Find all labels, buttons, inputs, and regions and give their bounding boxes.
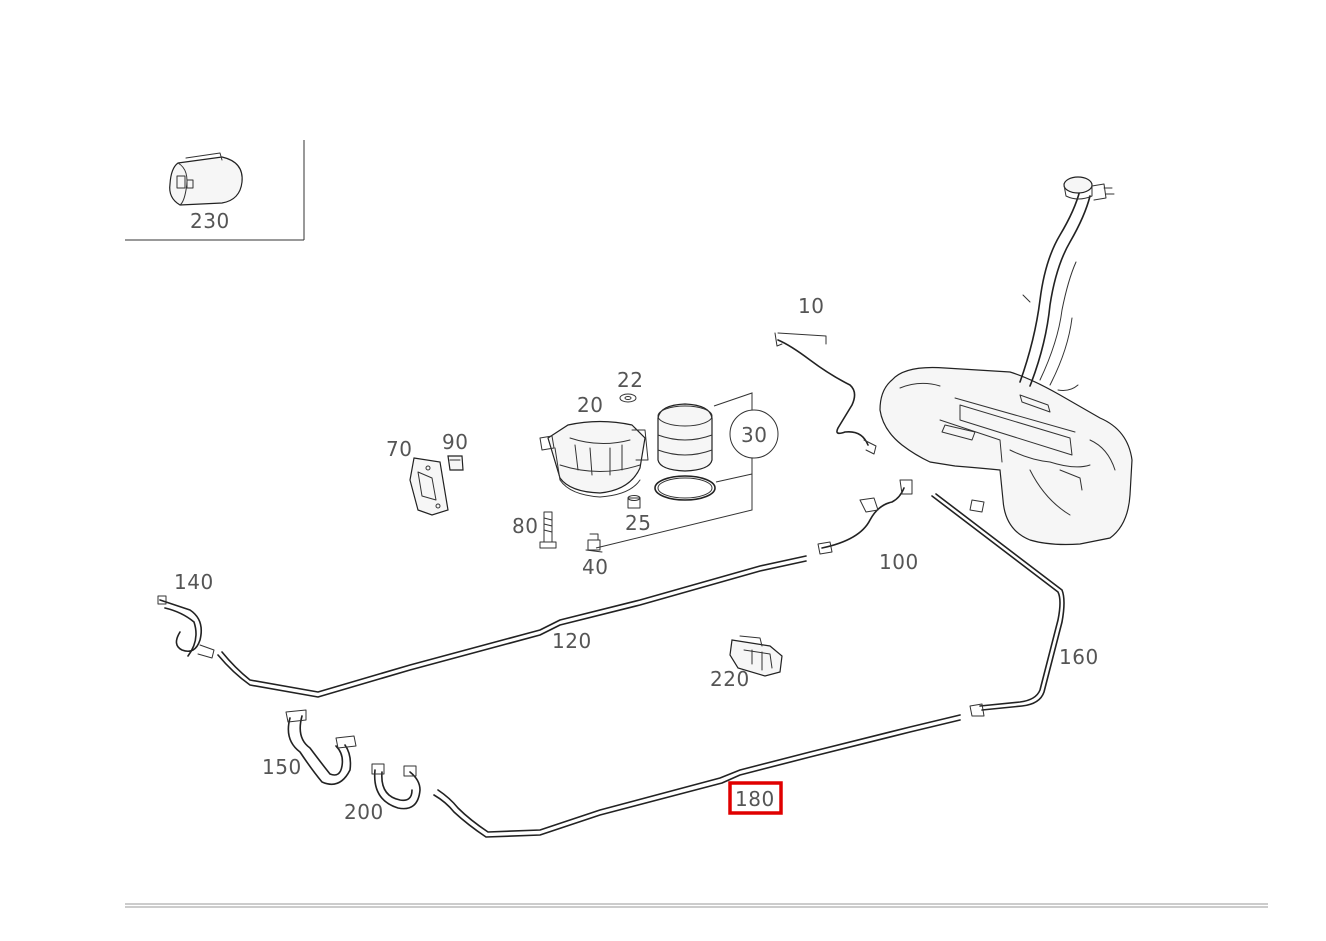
fuel-line-part-180[interactable] bbox=[433, 714, 961, 838]
hose-part-200[interactable] bbox=[371, 763, 421, 810]
valve-block-part-220[interactable] bbox=[729, 635, 783, 677]
callout-90[interactable]: 90 bbox=[442, 430, 468, 454]
bolt-part-40[interactable] bbox=[585, 533, 603, 553]
fuel-tank[interactable] bbox=[879, 366, 1133, 546]
hose-part-140[interactable] bbox=[157, 595, 215, 659]
fuel-pump-module-part-20[interactable] bbox=[539, 420, 649, 498]
filler-neck[interactable] bbox=[1019, 176, 1115, 391]
footer-rule bbox=[125, 903, 1268, 908]
callout-22[interactable]: 22 bbox=[617, 368, 643, 392]
callout-200[interactable]: 200 bbox=[344, 800, 384, 824]
callout-30[interactable]: 30 bbox=[741, 423, 767, 447]
callout-25[interactable]: 25 bbox=[625, 511, 651, 535]
callout-220[interactable]: 220 bbox=[710, 667, 750, 691]
callout-20[interactable]: 20 bbox=[577, 393, 603, 417]
clip-part-230[interactable] bbox=[169, 152, 243, 206]
callout-140[interactable]: 140 bbox=[174, 570, 214, 594]
highlight-box bbox=[728, 781, 783, 815]
callout-10[interactable]: 10 bbox=[798, 294, 824, 318]
fuel-line-part-100[interactable] bbox=[817, 479, 913, 555]
bracket-part-70[interactable] bbox=[409, 457, 449, 516]
callout-100[interactable]: 100 bbox=[879, 550, 919, 574]
retaining-ring-part-22[interactable] bbox=[619, 393, 637, 403]
bolt-part-80[interactable] bbox=[539, 511, 557, 549]
fuel-filter-part-30[interactable] bbox=[595, 392, 779, 549]
callout-150[interactable]: 150 bbox=[262, 755, 302, 779]
inset-part-230 bbox=[125, 140, 305, 241]
pipe-part-10[interactable] bbox=[774, 332, 877, 455]
callout-70[interactable]: 70 bbox=[386, 437, 412, 461]
hose-part-150[interactable] bbox=[285, 709, 357, 786]
clip-part-90[interactable] bbox=[447, 455, 464, 471]
callout-labels: 10 20 22 25 30 40 70 80 90 100 120 140 1… bbox=[174, 209, 1099, 824]
callout-40[interactable]: 40 bbox=[582, 555, 608, 579]
fuel-line-part-120[interactable] bbox=[217, 555, 807, 698]
callout-80[interactable]: 80 bbox=[512, 514, 538, 538]
fuel-line-part-160[interactable] bbox=[931, 493, 1065, 717]
callout-160[interactable]: 160 bbox=[1059, 645, 1099, 669]
seal-part-25[interactable] bbox=[627, 495, 641, 509]
callout-120[interactable]: 120 bbox=[552, 629, 592, 653]
highlighted-callout[interactable]: 180 bbox=[728, 781, 783, 815]
callout-180[interactable]: 180 bbox=[735, 787, 775, 811]
callout-230[interactable]: 230 bbox=[190, 209, 230, 233]
